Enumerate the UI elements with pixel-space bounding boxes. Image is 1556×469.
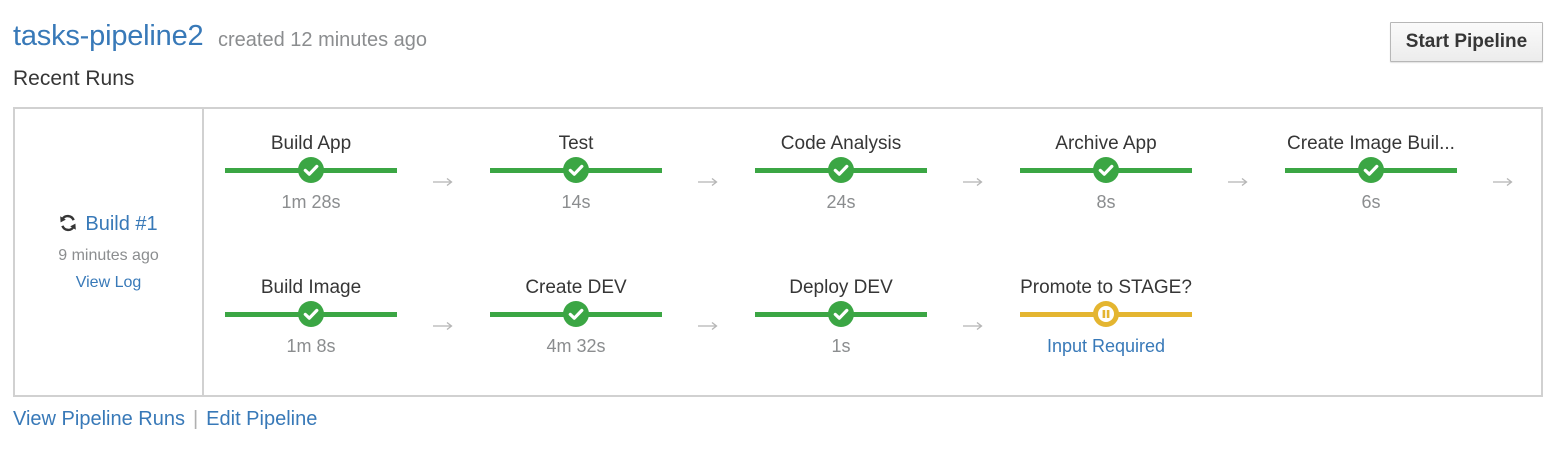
check-icon (568, 164, 584, 176)
stage-name: Deploy DEV (789, 277, 893, 298)
arrow-right-icon (1491, 174, 1515, 187)
check-icon (833, 164, 849, 176)
pause-icon (1098, 306, 1114, 322)
stage-success-node (563, 157, 589, 183)
input-required-link[interactable]: Input Required (1046, 336, 1166, 356)
build-link[interactable]: Build #1 (85, 213, 158, 235)
stage-name: Promote to STAGE? (1020, 277, 1192, 298)
stage-duration: 6s (1361, 192, 1381, 212)
check-icon (1098, 164, 1114, 176)
arrow-right-icon (431, 174, 455, 187)
check-icon (303, 308, 319, 320)
run-time: 9 minutes ago (58, 247, 159, 264)
stage-success-node (1093, 157, 1119, 183)
pipeline-name-link[interactable]: tasks-pipeline2 (13, 20, 204, 52)
stage-duration: 4m 32s (546, 336, 606, 356)
footer-separator: | (192, 408, 199, 430)
arrow-right-icon (696, 174, 720, 187)
stage-name: Build Image (260, 277, 362, 298)
stage-duration: 14s (561, 192, 591, 212)
stage-duration: 1s (831, 336, 851, 356)
arrow-right-icon (961, 174, 985, 187)
check-icon (568, 308, 584, 320)
stage-success-node (298, 157, 324, 183)
stage-name: Create Image Buil... (1287, 133, 1455, 154)
stage-duration: 1m 8s (286, 336, 336, 356)
created-time: created 12 minutes ago (218, 29, 428, 51)
stage-duration: 24s (826, 192, 856, 212)
stage-success-node (1358, 157, 1384, 183)
stage-success-node (828, 301, 854, 327)
arrow-right-icon (961, 318, 985, 331)
stage-name: Build App (270, 133, 352, 154)
stage-success-node (563, 301, 589, 327)
pipeline-run-panel: Build #1 9 minutes ago View Log Build Ap… (13, 107, 1543, 397)
stage-name: Code Analysis (780, 133, 902, 154)
stage-success-node (298, 301, 324, 327)
stage-duration: 8s (1096, 192, 1116, 212)
recent-runs-heading: Recent Runs (13, 67, 135, 90)
stage-name: Create DEV (525, 277, 627, 298)
view-pipeline-runs-link[interactable]: View Pipeline Runs (13, 408, 185, 430)
edit-pipeline-link[interactable]: Edit Pipeline (206, 408, 318, 430)
arrow-right-icon (1226, 174, 1250, 187)
start-pipeline-button[interactable]: Start Pipeline (1390, 22, 1543, 62)
check-icon (303, 164, 319, 176)
check-icon (1363, 164, 1379, 176)
stage-name: Archive App (1055, 133, 1157, 154)
stage-waiting-node[interactable] (1093, 301, 1119, 327)
stage-name: Test (558, 133, 594, 154)
stage-duration: 1m 28s (281, 192, 341, 212)
build-line: Build #1 (15, 213, 202, 236)
footer-links: View Pipeline Runs | Edit Pipeline (13, 408, 317, 431)
view-log-link[interactable]: View Log (75, 274, 142, 291)
arrow-right-icon (696, 318, 720, 331)
stage-success-node (828, 157, 854, 183)
sync-icon (60, 214, 77, 232)
check-icon (833, 308, 849, 320)
run-summary: Build #1 9 minutes ago View Log (15, 109, 204, 395)
arrow-right-icon (431, 318, 455, 331)
